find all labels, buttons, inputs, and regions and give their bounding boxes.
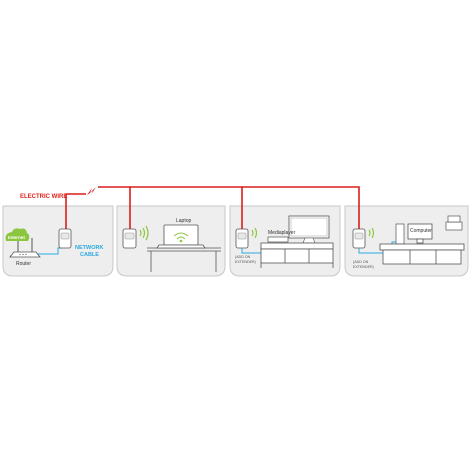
computer-desk: [379, 243, 465, 265]
add-on-label-1-line1: (ADD ON: [235, 255, 251, 259]
computer-monitor: [407, 223, 433, 244]
mediaplayer-label: Mediaplayer: [268, 230, 296, 236]
router-label: Router: [16, 261, 31, 267]
laptop-wifi-icon: [173, 232, 189, 243]
wifi-icon-3: [251, 227, 258, 239]
laptop-label: Laptop: [176, 218, 192, 224]
panel-router: [2, 205, 114, 277]
electric-wire-label: ELECTRIC WIRE: [20, 194, 67, 200]
mediaplayer: [267, 236, 289, 243]
wifi-icon: [139, 225, 149, 241]
computer-label: Computer: [410, 228, 432, 234]
powerline-adapter-2: [122, 228, 137, 249]
add-on-label-1-line2: EXTENDER): [235, 260, 256, 264]
network-cable-label-line2: CABLE: [80, 252, 99, 258]
computer-tower: [395, 223, 405, 245]
laptop: [156, 224, 206, 249]
powerline-adapter-4: [352, 228, 366, 249]
internet-badge: Internet: [5, 228, 30, 241]
wifi-icon-4: [368, 227, 375, 239]
tv-cabinet: [260, 242, 334, 268]
network-cable-label-line1: NETWORK: [75, 245, 103, 251]
electric-wire: [65, 186, 360, 232]
printer: [445, 215, 463, 231]
powerline-adapter-1: [58, 228, 72, 249]
lightning-icon: [87, 187, 96, 195]
add-on-label-2-line1: (ADD ON: [353, 260, 369, 264]
tv: [288, 215, 330, 244]
powerline-adapter-3: [235, 228, 249, 249]
internet-badge-label: Internet: [8, 235, 25, 240]
add-on-label-2-line2: EXTENDER): [353, 265, 374, 269]
